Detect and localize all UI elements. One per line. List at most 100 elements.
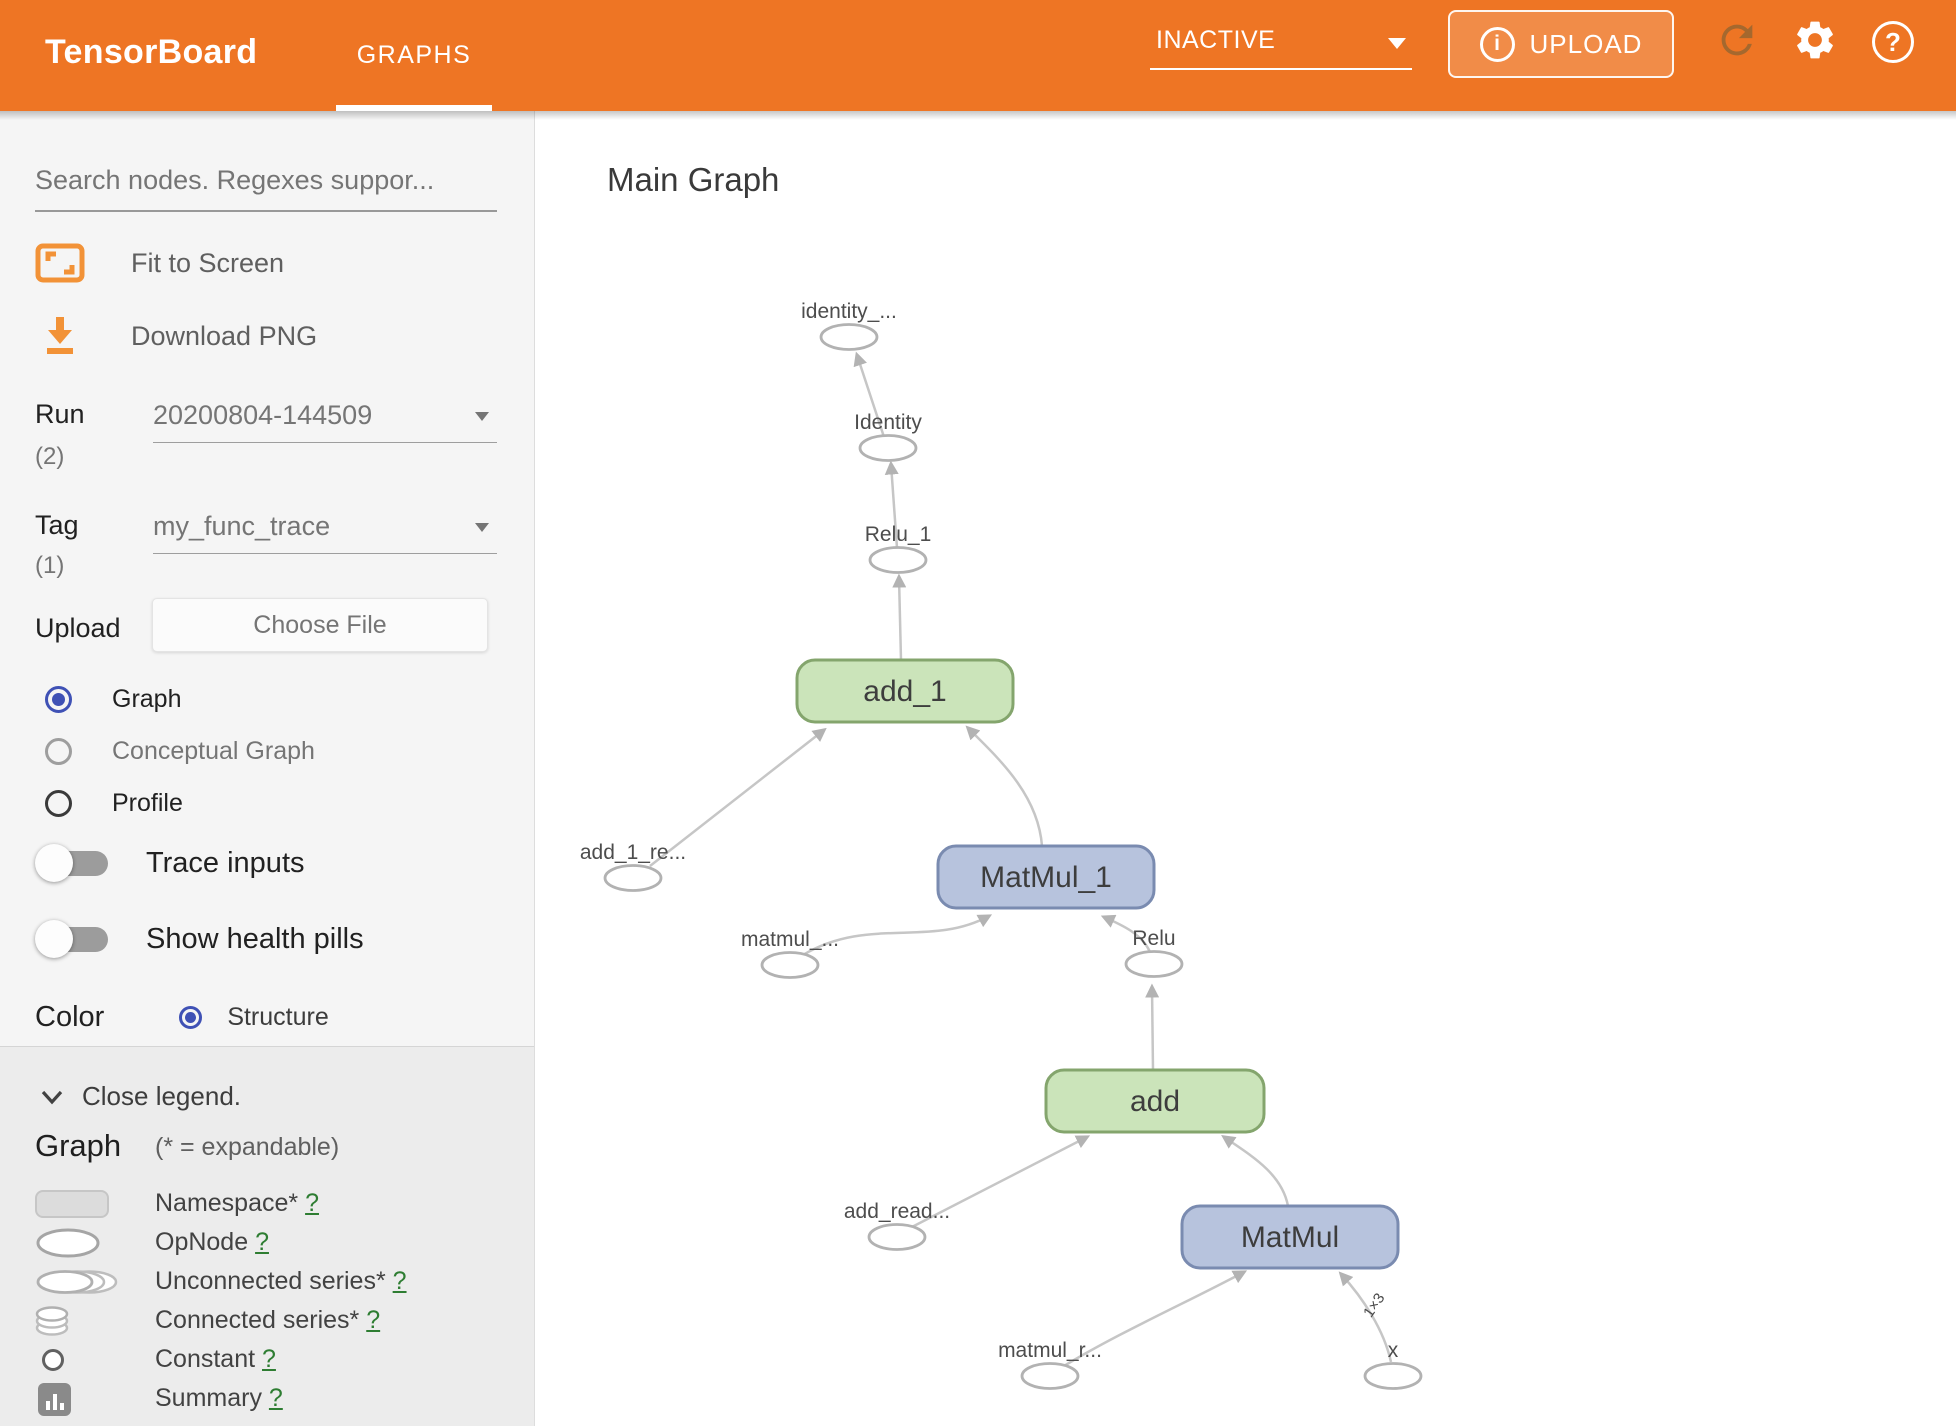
status-dropdown-value: INACTIVE [1156,26,1276,54]
op-node-matmul_r[interactable] [1020,1362,1080,1390]
namespace-swatch-icon [35,1190,109,1218]
edge-shape-label: 1×3 [1360,1290,1388,1321]
graph-edge [965,725,1044,847]
fit-to-screen-icon [35,243,85,283]
fit-to-screen-label: Fit to Screen [131,247,285,278]
graph-edge [853,351,886,438]
search-input[interactable] [35,165,497,196]
graph-edge [1063,1270,1248,1368]
graph-canvas[interactable]: 1×3identity_...IdentityRelu_1add_1_re...… [535,111,1956,1426]
radio-circle-icon[interactable] [45,789,72,817]
upload-button-label: UPLOAD [1529,28,1643,59]
graph-edge [1221,1135,1290,1207]
legend-title-row: Graph (* = expandable) [35,1128,339,1164]
close-legend-button[interactable]: Close legend. [40,1081,241,1112]
tag-select-value: my_func_trace [153,511,331,541]
radio-label: Profile [112,788,183,817]
op-node-label: x [1388,1339,1399,1362]
tag-count: (1) [35,552,65,579]
sidebar: Fit to Screen Download PNG Run (2) 20200… [0,111,535,1426]
toggle-label: Show health pills [146,923,364,955]
namespace-node-add_1[interactable] [795,658,1015,724]
op-node-label: Relu [1132,927,1175,950]
op-node-matmul_[interactable] [760,951,820,979]
op-node-label: add_read... [844,1200,950,1223]
chevron-down-icon [41,1090,63,1104]
tab-graphs[interactable]: GRAPHS [336,0,492,111]
status-dropdown[interactable]: INACTIVE [1150,20,1412,70]
radio-conceptual-graph[interactable]: Conceptual Graph [45,731,315,771]
legend-panel: Close legend. Graph (* = expandable) Nam… [0,1046,534,1426]
namespace-node-add[interactable] [1044,1068,1266,1134]
namespace-node-label: add [1130,1085,1180,1118]
tab-graphs-label: GRAPHS [356,41,472,69]
op-node-label: identity_... [801,300,897,323]
color-by-structure-label: Structure [227,1002,329,1031]
graph-edge [909,1135,1091,1230]
legend-item-unconnected-series: Unconnected series* ? [35,1263,515,1301]
help-link[interactable]: ? [262,1345,276,1373]
op-node-add_read[interactable] [867,1223,927,1251]
help-icon[interactable]: ? [1872,21,1914,63]
legend-item-namespace: Namespace* ? [35,1185,515,1223]
namespace-node-label: add_1 [863,675,946,708]
tag-label: Tag [35,510,79,540]
summary-chart-icon [38,1382,71,1416]
toggle-thumb[interactable] [35,920,73,958]
toggle-label: Trace inputs [146,847,305,879]
radio-profile[interactable]: Profile [45,783,183,823]
help-link[interactable]: ? [255,1228,269,1256]
namespace-node-matmul[interactable] [1180,1204,1400,1270]
graph-edge [1145,983,1160,1071]
legend-item-opnode: OpNode ? [35,1224,515,1262]
op-node-add_1_re[interactable] [603,864,663,892]
op-node-label: Relu_1 [865,523,932,546]
op-node-label: matmul_... [741,928,839,951]
refresh-icon[interactable] [1714,17,1760,63]
help-link[interactable]: ? [305,1189,319,1217]
run-label: Run [35,399,85,429]
op-node-identity_[interactable] [819,323,879,351]
toggle-trace-inputs[interactable]: Trace inputs [35,844,305,882]
legend-item-label: Connected series* ? [155,1306,381,1334]
namespace-node-matmul_1[interactable] [936,844,1156,910]
chevron-down-icon [475,412,489,421]
tag-select[interactable]: my_func_trace [153,511,497,554]
toggle-track[interactable] [35,920,108,958]
toggle-thumb[interactable] [35,844,73,882]
app-logo: TensorBoard [45,33,258,71]
graph-edge [892,573,907,661]
info-icon: i [1479,26,1515,62]
download-icon [47,317,73,354]
help-link[interactable]: ? [268,1384,283,1412]
op-node-Relu[interactable] [1124,950,1184,978]
graph-edge [1338,1271,1393,1363]
download-png-button[interactable]: Download PNG [35,315,317,357]
help-link[interactable]: ? [392,1267,407,1295]
choose-file-button[interactable]: Choose File [152,598,488,652]
opnode-ellipse-icon [36,1228,100,1258]
settings-gear-icon[interactable] [1792,17,1838,63]
download-png-label: Download PNG [131,320,318,351]
run-select[interactable]: 20200804-144509 [153,400,497,443]
op-node-Relu_1[interactable] [868,546,928,574]
op-node-Identity[interactable] [858,434,918,462]
toggle-show-health-pills[interactable]: Show health pills [35,920,364,958]
search-field [35,165,497,212]
toggle-track[interactable] [35,844,108,882]
run-select-value: 20200804-144509 [153,400,373,430]
radio-circle-icon[interactable] [45,685,72,713]
op-node-x[interactable] [1363,1362,1423,1390]
help-link[interactable]: ? [366,1306,381,1334]
legend-item-connected-series: Connected series* ? [35,1302,515,1340]
color-by-label: Color [35,1000,105,1033]
radio-graph[interactable]: Graph [45,679,181,719]
radio-label: Conceptual Graph [112,736,315,765]
close-legend-label: Close legend. [82,1081,241,1111]
fit-to-screen-button[interactable]: Fit to Screen [35,243,284,283]
color-by-structure-radio[interactable] [179,1005,203,1029]
page-title: Main Graph [607,161,780,198]
radio-circle-icon[interactable] [45,737,72,765]
upload-button[interactable]: i UPLOAD [1448,10,1674,78]
